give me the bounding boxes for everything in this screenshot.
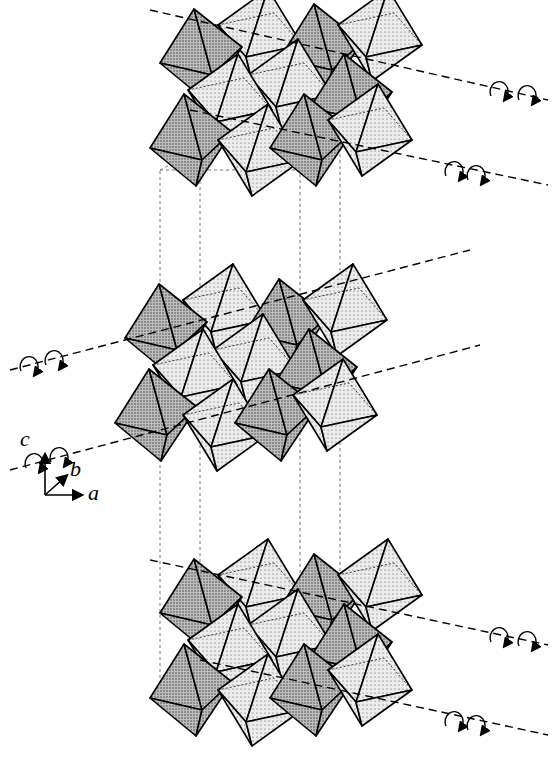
octahedra-layer bbox=[150, 539, 422, 746]
axis-label: b bbox=[70, 458, 81, 480]
axis-label: a bbox=[88, 482, 99, 504]
rotation-axis bbox=[10, 10, 548, 735]
octahedra-layer bbox=[150, 0, 422, 196]
octahedra-layer bbox=[115, 264, 387, 471]
axis-label: c bbox=[20, 428, 30, 450]
rotation-arrow bbox=[20, 82, 536, 732]
